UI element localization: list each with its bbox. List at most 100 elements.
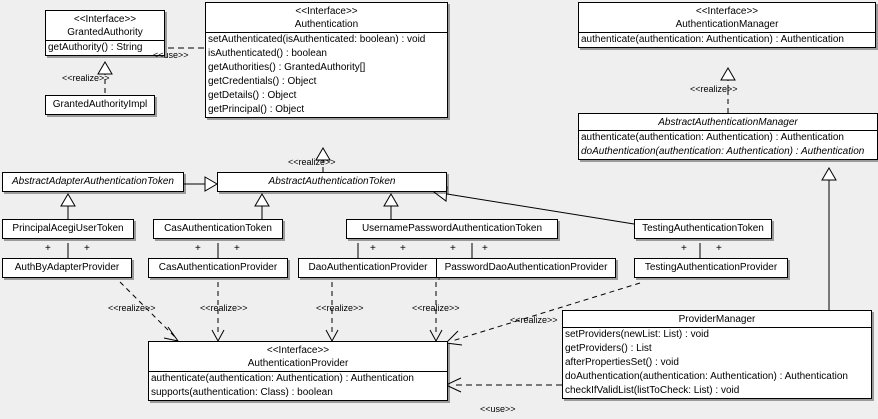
assoc-visibility-marker: + (681, 243, 687, 254)
compartment-divider (206, 32, 447, 33)
triangle-abstracttoken-upa (383, 193, 399, 207)
edge-label-realize-authbyadapter: <<realize>> (108, 303, 156, 313)
class-header: ProviderManager (563, 311, 871, 327)
class-name-label: CasAuthenticationProvider (158, 262, 278, 273)
compartment-divider (579, 32, 875, 33)
operation-item: getDetails() : Object (208, 90, 297, 101)
class-abstract-authentication-manager[interactable]: AbstractAuthenticationManager authentica… (578, 113, 878, 160)
assoc-visibility-marker: + (195, 243, 201, 254)
class-name-label: PasswordDaoAuthenticationProvider (444, 262, 608, 273)
class-authentication-manager[interactable]: <<Interface>> AuthenticationManager auth… (578, 2, 876, 48)
class-abstract-adapter-authentication-token[interactable]: AbstractAdapterAuthenticationToken (2, 172, 184, 192)
class-cas-authentication-token[interactable]: CasAuthenticationToken (153, 219, 283, 239)
class-granted-authority[interactable]: <<Interface>> GrantedAuthority getAuthor… (45, 10, 165, 56)
triangle-abstracttoken-left (204, 176, 218, 192)
operation-item: isAuthenticated() : boolean (208, 48, 327, 59)
class-name-label: AbstractAuthenticationToken (268, 176, 396, 187)
class-name-label: AbstractAdapterAuthenticationToken (12, 176, 174, 187)
class-name-label: PrincipalAcegiUserToken (12, 223, 124, 234)
class-name-label: TestingAuthenticationToken (642, 223, 764, 234)
stereotype-label: <<Interface>> (266, 345, 330, 356)
operations-compartment: authenticate(authentication: Authenticat… (579, 131, 877, 159)
edge-label-realize-passworddaoprovider: <<realize>> (412, 303, 460, 313)
arrow-providermanager-use (444, 377, 462, 393)
assoc-visibility-marker: + (84, 243, 90, 254)
class-granted-authority-impl[interactable]: GrantedAuthorityImpl (45, 95, 155, 115)
operation-item: afterPropertiesSet() : void (565, 357, 679, 368)
arrow-testingprovider (444, 330, 463, 346)
compartment-divider (579, 130, 877, 131)
triangle-abstracttoken-cas (254, 193, 270, 207)
assoc-visibility-marker: + (234, 243, 240, 254)
arrow-authbyadapter (163, 326, 180, 342)
class-name-label: AbstractAuthenticationManager (658, 117, 798, 128)
stereotype-label: <<Interface>> (695, 6, 759, 17)
class-name-label: AuthenticationManager (675, 19, 779, 30)
operations-compartment: getAuthority() : String (46, 41, 164, 55)
class-header: <<Interface>> AuthenticationProvider (149, 342, 447, 371)
assoc-visibility-marker: + (482, 243, 488, 254)
stereotype-label: <<Interface>> (73, 14, 137, 25)
edge-label-realize-grantedauthorityimpl: <<realize>> (62, 73, 110, 83)
operation-item: getProviders() : List (565, 343, 652, 354)
class-password-dao-authentication-provider[interactable]: PasswordDaoAuthenticationProvider (436, 258, 616, 278)
class-authentication-provider[interactable]: <<Interface>> AuthenticationProvider aut… (148, 341, 448, 401)
edge-label-realize-abstracttoken: <<realize>> (288, 157, 336, 167)
operation-item: authenticate(authentication: Authenticat… (581, 132, 844, 143)
class-cas-authentication-provider[interactable]: CasAuthenticationProvider (148, 258, 288, 278)
operation-item: doAuthentication(authentication: Authent… (565, 371, 848, 382)
edge-label-realize-abstractmanager: <<realize>> (690, 84, 738, 94)
assoc-visibility-marker: + (45, 243, 51, 254)
class-name-label: UsernamePasswordAuthenticationToken (361, 223, 543, 234)
class-name-label: ProviderManager (678, 314, 756, 325)
arrow-daoprovider (325, 329, 339, 343)
operation-item: getCredentials() : Object (208, 76, 317, 87)
class-authentication[interactable]: <<Interface>> Authentication setAuthenti… (205, 2, 448, 118)
operation-item: supports(authentication: Class) : boolea… (151, 387, 333, 398)
class-principal-acegi-user-token[interactable]: PrincipalAcegiUserToken (2, 219, 134, 239)
class-name-label: AuthenticationProvider (247, 358, 349, 369)
operation-item: setProviders(newList: List) : void (565, 329, 709, 340)
class-provider-manager[interactable]: ProviderManager setProviders(newList: Li… (562, 310, 872, 399)
class-testing-authentication-token[interactable]: TestingAuthenticationToken (634, 219, 772, 239)
assoc-visibility-marker: + (400, 243, 406, 254)
class-dao-authentication-provider[interactable]: DaoAuthenticationProvider (298, 258, 438, 278)
class-header: <<Interface>> GrantedAuthority (46, 11, 164, 40)
triangle-abstractmanager (821, 167, 837, 181)
operation-item: getAuthorities() : GrantedAuthority[] (208, 62, 366, 73)
operation-item: getPrincipal() : Object (208, 104, 305, 115)
compartment-divider (46, 40, 164, 41)
operation-item: authenticate(authentication: Authenticat… (151, 373, 414, 384)
class-header: AbstractAuthenticationManager (579, 114, 877, 130)
class-testing-authentication-provider[interactable]: TestingAuthenticationProvider (634, 258, 788, 278)
assoc-visibility-marker: + (370, 243, 376, 254)
operations-compartment: authenticate(authentication: Authenticat… (579, 33, 875, 47)
operation-item: checkIfValidList(listToCheck: List) : vo… (565, 385, 740, 396)
class-name-label: CasAuthenticationToken (164, 223, 272, 234)
operations-compartment: authenticate(authentication: Authenticat… (149, 372, 447, 400)
edge-label-realize-daoprovider: <<realize>> (316, 303, 364, 313)
class-name-label: GrantedAuthorityImpl (52, 99, 148, 110)
edge-label-realize-testingprovider: <<realize>> (510, 315, 558, 325)
arrow-passworddaoprovider (429, 329, 443, 343)
class-abstract-authentication-token[interactable]: AbstractAuthenticationToken (217, 172, 447, 192)
edge-label-use-grantedauthority: <<use>> (153, 50, 189, 60)
class-header: <<Interface>> AuthenticationManager (579, 3, 875, 32)
compartment-divider (149, 371, 447, 372)
class-name-label: TestingAuthenticationProvider (644, 262, 778, 273)
class-name-label: Authentication (294, 19, 359, 30)
class-username-password-authentication-token[interactable]: UsernamePasswordAuthenticationToken (346, 219, 558, 239)
operations-compartment: setAuthenticated(isAuthenticated: boolea… (206, 33, 447, 117)
operation-item: getAuthority() : String (48, 42, 143, 53)
class-name-label: GrantedAuthority (67, 27, 143, 38)
stereotype-label: <<Interface>> (295, 6, 358, 17)
class-auth-by-adapter-provider[interactable]: AuthByAdapterProvider (2, 258, 132, 278)
operation-item: setAuthenticated(isAuthenticated: boolea… (208, 34, 426, 45)
compartment-divider (563, 327, 871, 328)
assoc-visibility-marker: + (716, 243, 722, 254)
class-name-label: DaoAuthenticationProvider (308, 262, 428, 273)
class-name-label: AuthByAdapterProvider (14, 262, 120, 273)
operation-item: doAuthentication(authentication: Authent… (581, 146, 865, 157)
class-header: <<Interface>> Authentication (206, 3, 447, 32)
